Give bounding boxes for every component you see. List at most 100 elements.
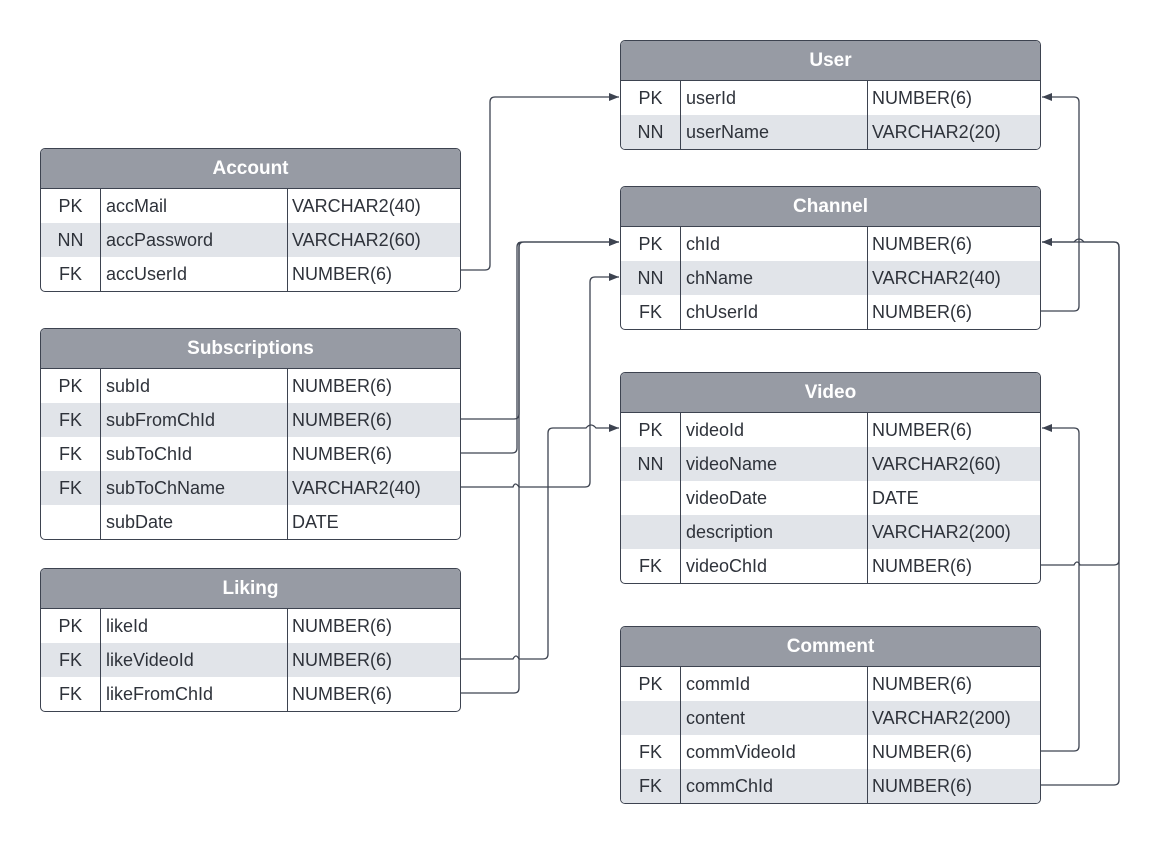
attribute-name: likeFromChId [101, 677, 288, 711]
key-cell: PK [41, 609, 101, 643]
attribute-type: VARCHAR2(60) [872, 454, 1001, 474]
attribute-name: commId [681, 667, 868, 701]
attribute-name: userId [681, 81, 868, 115]
key-cell: NN [41, 223, 101, 257]
attribute-type: NUMBER(6) [292, 684, 393, 704]
attribute-type: VARCHAR2(40) [872, 268, 1001, 288]
connector-videochid-to-chid [1041, 238, 1120, 566]
attribute-type: NUMBER(6) [292, 616, 393, 636]
attribute-type: NUMBER(6) [292, 410, 393, 430]
key-cell [621, 701, 681, 735]
attribute-name: accMail [101, 189, 288, 223]
attribute-type: NUMBER(6) [292, 444, 393, 464]
attribute-type: NUMBER(6) [872, 742, 973, 762]
connector-accuserid-to-userid [461, 93, 619, 271]
attribute-type: NUMBER(6) [872, 234, 973, 254]
attribute-type: DATE [872, 488, 919, 508]
attribute-name: videoDate [681, 481, 868, 515]
attribute-type: VARCHAR2(20) [872, 122, 1001, 142]
attribute-name: userName [681, 115, 868, 149]
attribute-name: subFromChId [101, 403, 288, 437]
attribute-name: subDate [101, 505, 288, 539]
attribute-name: likeId [101, 609, 288, 643]
attribute-type: NUMBER(6) [292, 376, 393, 396]
attribute-type: VARCHAR2(200) [872, 522, 1011, 542]
attribute-name: chUserId [681, 295, 868, 329]
key-cell [621, 481, 681, 515]
attribute-name: subId [101, 369, 288, 403]
key-cell: PK [621, 81, 681, 115]
attribute-name: videoChId [681, 549, 868, 583]
attribute-name: commChId [681, 769, 868, 803]
attribute-type: NUMBER(6) [292, 650, 393, 670]
attribute-type: NUMBER(6) [292, 264, 393, 284]
key-cell: PK [621, 413, 681, 447]
key-cell: FK [621, 295, 681, 329]
key-cell: FK [41, 643, 101, 677]
connector-likevideoid-to-videoid [461, 424, 619, 660]
entity-title: Video [621, 373, 1040, 413]
attribute-type: VARCHAR2(40) [292, 196, 421, 216]
attribute-name: description [681, 515, 868, 549]
attribute-type: VARCHAR2(40) [292, 478, 421, 498]
key-cell: NN [621, 261, 681, 295]
attribute-name: subToChId [101, 437, 288, 471]
connector-likefromchid-to-chid [461, 242, 520, 694]
key-cell: FK [41, 257, 101, 291]
connector-subtochid-to-chid [461, 238, 619, 454]
attribute-type: NUMBER(6) [872, 556, 973, 576]
connector-subtochname-to-chname [461, 273, 619, 488]
attribute-name: videoName [681, 447, 868, 481]
attribute-name: chName [681, 261, 868, 295]
key-cell: FK [621, 735, 681, 769]
attribute-name: likeVideoId [101, 643, 288, 677]
attribute-name: content [681, 701, 868, 735]
attribute-type: NUMBER(6) [872, 776, 973, 796]
attribute-type: NUMBER(6) [872, 302, 973, 322]
attribute-name: chId [681, 227, 868, 261]
entity-title: Comment [621, 627, 1040, 667]
entity-title: Liking [41, 569, 460, 609]
key-cell: FK [41, 437, 101, 471]
key-cell: FK [41, 403, 101, 437]
key-cell: PK [621, 667, 681, 701]
attribute-type: VARCHAR2(200) [872, 708, 1011, 728]
entity-title: Channel [621, 187, 1040, 227]
connector-subfromchid-to-chid [461, 238, 619, 420]
key-cell: NN [621, 447, 681, 481]
attribute-type: NUMBER(6) [872, 420, 973, 440]
key-cell: FK [41, 677, 101, 711]
connector-chuserid-to-userid [1041, 93, 1080, 312]
attribute-name: commVideoId [681, 735, 868, 769]
attribute-name: accPassword [101, 223, 288, 257]
attribute-type: NUMBER(6) [872, 88, 973, 108]
